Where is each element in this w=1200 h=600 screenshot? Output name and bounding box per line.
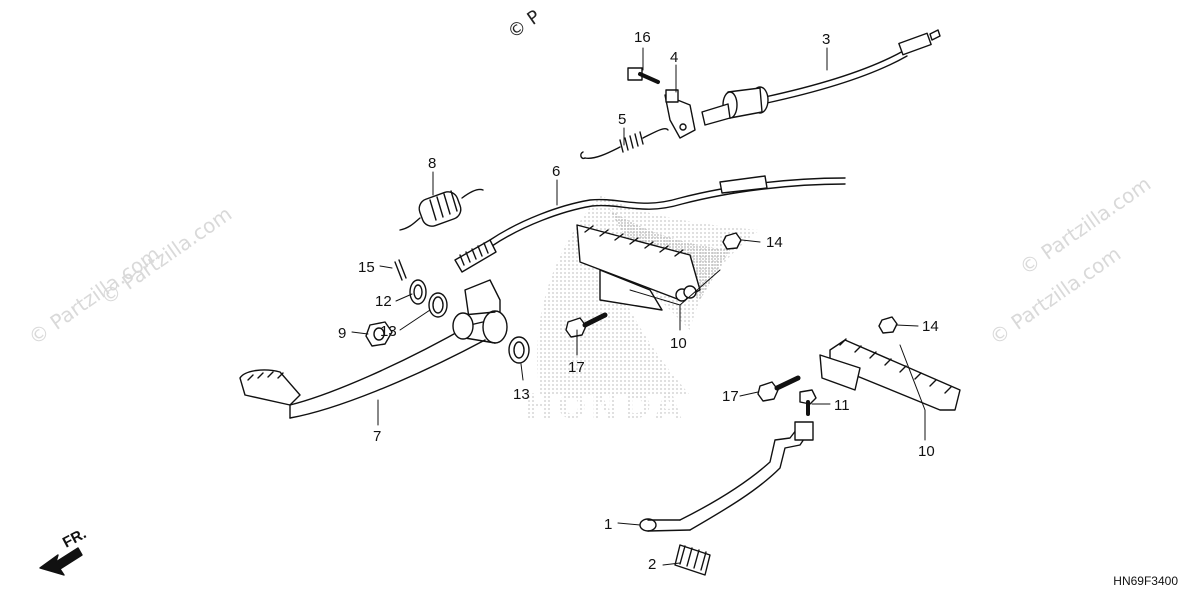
part-14-nut-upper — [722, 232, 742, 250]
part-3-cable — [701, 29, 941, 126]
callout-labels: 3 4 16 5 6 8 15 12 13 9 13 7 17 14 10 14… — [60, 29, 939, 573]
part-16-bolt — [627, 67, 660, 84]
part-5-spring — [580, 128, 669, 160]
part-17-bolt-upper — [565, 312, 608, 338]
front-arrow-icon — [39, 547, 83, 576]
part-11-bolt — [799, 389, 817, 416]
part-12-washer — [409, 279, 427, 305]
part-4-bracket — [664, 89, 696, 139]
part-13-washer — [428, 292, 448, 318]
diagram-code: HN69F3400 — [1113, 574, 1178, 588]
callout-8: 8 — [428, 155, 436, 172]
callout-10b: 10 — [918, 443, 935, 460]
part-8-spring — [399, 188, 484, 231]
callout-17b: 17 — [722, 388, 739, 405]
part-2-rubber — [674, 544, 711, 576]
honda-logo-text: HONDA — [525, 387, 685, 427]
callout-9: 9 — [338, 325, 346, 342]
part-17-bolt-lower — [757, 375, 801, 402]
callout-2: 2 — [648, 556, 656, 573]
callout-11: 11 — [834, 397, 850, 414]
callout-4: 4 — [670, 49, 678, 66]
callout-6: 6 — [552, 163, 560, 180]
part-7-brake-pedal — [239, 279, 508, 419]
callout-15: 15 — [358, 259, 375, 276]
part-14-nut-lower — [878, 316, 898, 334]
callout-14b: 14 — [922, 318, 939, 335]
callout-7: 7 — [373, 428, 381, 445]
callout-1: 1 — [604, 516, 612, 533]
callout-10: 10 — [670, 335, 687, 352]
callout-12: 12 — [375, 293, 392, 310]
callout-17: 17 — [568, 359, 585, 376]
callout-13b: 13 — [513, 386, 530, 403]
part-15-cotter-pin — [394, 259, 407, 281]
callout-3: 3 — [822, 31, 830, 48]
callout-14: 14 — [766, 234, 783, 251]
callout-5: 5 — [618, 111, 626, 128]
part-6-cable — [454, 175, 846, 273]
leader-lines — [351, 47, 926, 566]
part-9-nut — [365, 321, 393, 347]
part-13-washer-b — [508, 336, 530, 364]
callout-16: 16 — [634, 29, 651, 46]
callout-13: 13 — [380, 323, 397, 340]
front-label: FR. — [60, 525, 89, 551]
part-1-shift-lever — [639, 421, 814, 532]
part-10-footrest-lower — [819, 338, 961, 411]
